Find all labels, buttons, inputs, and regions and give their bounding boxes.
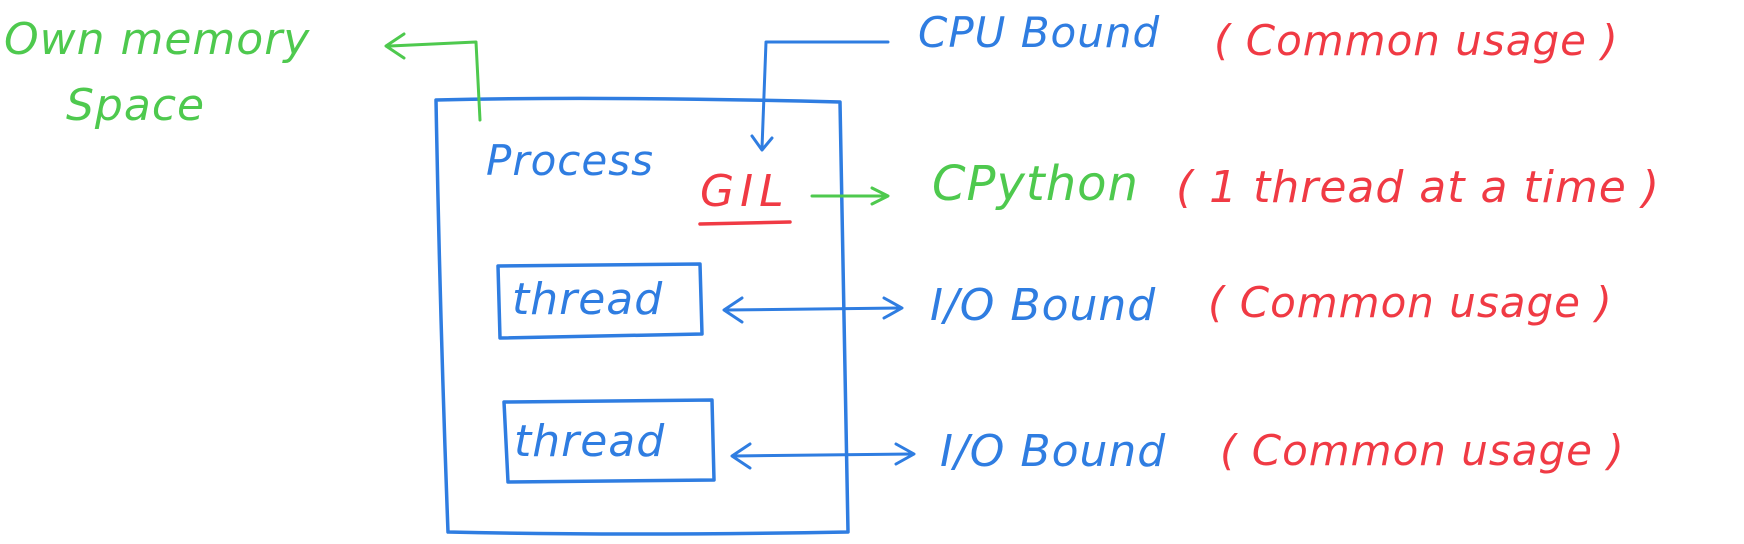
cpu-bound-label: CPU Bound bbox=[918, 8, 1161, 57]
thread-label-1: thread bbox=[512, 274, 664, 325]
thread-box-1 bbox=[496, 262, 704, 340]
gil-label: GIL bbox=[700, 166, 790, 217]
gil-underline bbox=[698, 220, 792, 226]
memory-arrow bbox=[388, 40, 482, 122]
process-box bbox=[434, 96, 850, 536]
cpython-note: ( 1 thread at a time ) bbox=[1176, 162, 1661, 213]
cpu-bound-arrowhead bbox=[750, 134, 774, 152]
thread1-io-arrowhead-right bbox=[882, 296, 904, 320]
memory-note-line1: Own memory bbox=[4, 14, 311, 65]
memory-note-line2: Space bbox=[66, 80, 206, 131]
thread1-io-arrowhead-left bbox=[722, 296, 744, 324]
io-bound-note-2: ( Common usage ) bbox=[1220, 426, 1625, 475]
thread2-io-arrowhead-right bbox=[894, 442, 916, 466]
cpu-bound-arrow bbox=[760, 40, 890, 150]
process-label: Process bbox=[486, 136, 654, 185]
io-bound-note-1: ( Common usage ) bbox=[1208, 278, 1613, 327]
io-bound-label-1: I/O Bound bbox=[930, 280, 1157, 331]
thread2-io-arrowhead-left bbox=[730, 442, 752, 470]
thread1-io-arrow bbox=[724, 306, 902, 312]
thread-label-2: thread bbox=[514, 416, 666, 467]
thread2-io-arrow bbox=[732, 452, 914, 458]
gil-cpython-arrowhead bbox=[870, 186, 890, 206]
cpu-bound-note: ( Common usage ) bbox=[1214, 16, 1619, 65]
io-bound-label-2: I/O Bound bbox=[940, 426, 1167, 477]
thread-box-2 bbox=[502, 398, 716, 484]
cpython-label: CPython bbox=[932, 156, 1139, 212]
memory-arrowhead bbox=[384, 32, 406, 60]
